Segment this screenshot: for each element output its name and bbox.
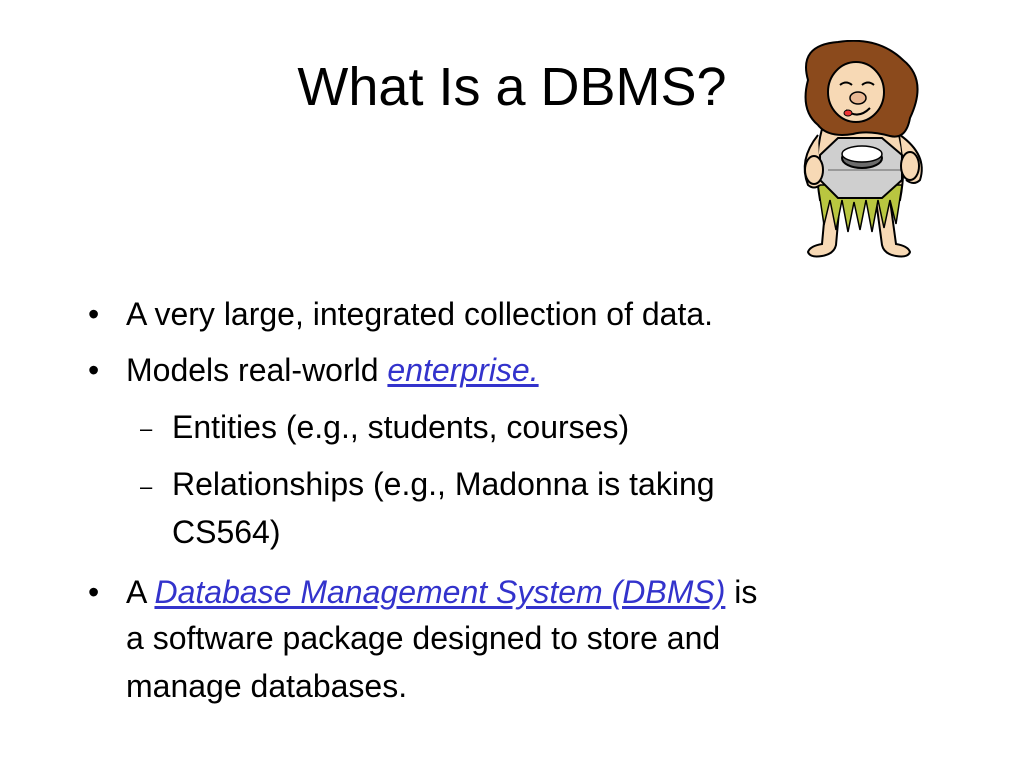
bullet-text: is: [725, 574, 758, 610]
dash-marker: –: [140, 474, 153, 499]
bullet-text: Models real-world: [126, 352, 388, 388]
bullet-item-models: Models real-world enterprise.: [126, 354, 539, 386]
caveman-holding-stone-wheel-icon: [803, 40, 923, 258]
sub-bullet-relationships: Relationships (e.g., Madonna is taking: [172, 466, 715, 502]
bullet-item-dbms-line2: a software package designed to store and: [126, 620, 721, 656]
bullet-marker: •: [88, 574, 100, 610]
sub-bullet-entities: Entities (e.g., students, courses): [172, 409, 630, 445]
bullet-item-dbms-line3: manage databases.: [126, 668, 408, 704]
dash-marker: –: [140, 416, 153, 441]
bullet-text: A: [126, 574, 155, 610]
bullet-marker: •: [88, 352, 100, 388]
dbms-link[interactable]: Database Management System (DBMS): [154, 574, 726, 610]
enterprise-link[interactable]: enterprise.: [387, 352, 539, 388]
sub-bullet-relationships-cont: CS564): [172, 514, 281, 550]
bullet-marker: •: [88, 296, 100, 332]
slide-title: What Is a DBMS?: [297, 57, 727, 117]
bullet-item-collection: A very large, integrated collection of d…: [126, 296, 714, 332]
bullet-item-dbms: A Database Management System (DBMS) is: [126, 576, 757, 608]
